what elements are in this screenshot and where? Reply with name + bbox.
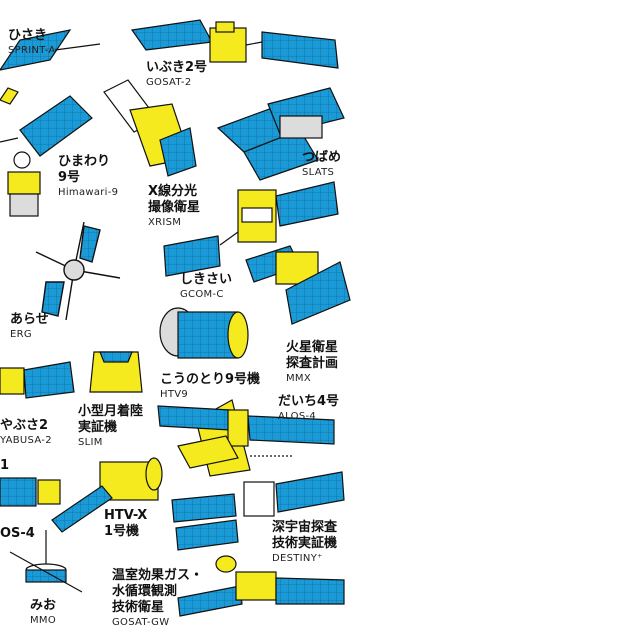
- label-destiny: 深宇宙探査 技術実証機 DESTINY⁺: [272, 520, 337, 565]
- hayabusa2-spacecraft-icon: [0, 361, 75, 399]
- label-tsubame: つばめ SLATS: [302, 150, 341, 179]
- shikisai-satellite-icon: [245, 245, 351, 325]
- label-jp: こうのとり9号機: [160, 372, 261, 387]
- label-jp: 温室効果ガス・ 水循環観測 技術衛星: [112, 568, 204, 615]
- label-jp: やぶさ2: [0, 418, 49, 433]
- label-en: ERG: [10, 329, 32, 340]
- label-hisaki: ひさき SPRINT-A: [8, 28, 56, 57]
- label-xrism: X線分光 撮像衛星 XRISM: [148, 184, 200, 229]
- label-jp: しきさい: [180, 272, 233, 287]
- label-en: Himawari-9: [58, 187, 119, 198]
- label-en: GCOM-C: [180, 289, 224, 300]
- label-shikisai: しきさい GCOM-C: [180, 272, 232, 301]
- label-en: SPRINT-A: [8, 45, 56, 56]
- label-partial-1: 1: [0, 458, 9, 474]
- label-en: MMX: [286, 373, 312, 384]
- blank-margin: [352, 0, 640, 640]
- label-en: GOSAT-2: [146, 77, 192, 88]
- label-htvx: HTV-X 1号機: [104, 508, 147, 540]
- label-jp: OS-4: [0, 526, 35, 541]
- label-en: DESTINY⁺: [272, 553, 323, 564]
- label-mmx: 火星衛星 探査計画 MMX: [286, 340, 338, 385]
- label-jp: 小型月着陸 実証機: [78, 404, 144, 435]
- arase-satellite-icon: [35, 221, 121, 321]
- label-himawari: ひまわり 9号 Himawari-9: [58, 154, 118, 199]
- label-en: XRISM: [148, 217, 182, 228]
- gosatgw-satellite-icon: [177, 555, 345, 617]
- label-en: HTV9: [160, 389, 189, 400]
- label-gosatgw: 温室効果ガス・ 水循環観測 技術衛星 GOSAT-GW: [112, 568, 203, 629]
- slim-lander-icon: [89, 351, 143, 393]
- tsubame-satellite-icon: [216, 87, 345, 181]
- mio-spacecraft-icon: [9, 530, 83, 593]
- label-hayabusa2: やぶさ2 YABUSA-2: [0, 418, 52, 447]
- htv9-spacecraft-icon: [159, 307, 249, 359]
- label-ibuki2: いぶき2号 GOSAT-2: [146, 60, 207, 89]
- label-jp: 1: [0, 458, 10, 473]
- label-jp: X線分光 撮像衛星: [148, 184, 201, 215]
- label-en: GOSAT-GW: [112, 617, 170, 628]
- label-jp: つばめ: [302, 150, 342, 165]
- label-en: SLIM: [78, 437, 103, 448]
- label-en: YABUSA-2: [0, 435, 52, 446]
- label-jp: あらせ: [10, 312, 49, 327]
- himawari-satellite-icon: [0, 95, 93, 217]
- label-en: ALOS-4: [278, 411, 317, 422]
- label-daichi4: だいち4号 ALOS-4: [278, 394, 339, 423]
- label-htv9: こうのとり9号機 HTV9: [160, 372, 260, 401]
- label-alos-side: OS-4: [0, 526, 35, 542]
- daichi4-satellite-icon: [157, 405, 335, 469]
- hisaki-telescope-icon: [103, 79, 197, 177]
- ibuki2-satellite-icon: [130, 19, 339, 69]
- label-jp: だいち4号: [278, 394, 340, 409]
- label-slim: 小型月着陸 実証機 SLIM: [78, 404, 143, 449]
- label-jp: 火星衛星 探査計画: [286, 340, 339, 371]
- label-jp: ひまわり 9号: [58, 154, 111, 185]
- label-jp: 深宇宙探査 技術実証機: [272, 520, 338, 551]
- label-jp: ひさき: [8, 28, 48, 43]
- label-jp: みお: [30, 598, 57, 613]
- label-jp: HTV-X 1号機: [104, 508, 148, 539]
- destiny-spacecraft-icon: [171, 471, 345, 551]
- label-en: SLATS: [302, 167, 335, 178]
- htvx-spacecraft-icon: [51, 457, 163, 533]
- label-mio: みお MMO: [30, 598, 56, 627]
- xrism-satellite-icon: [163, 181, 339, 277]
- label-en: MMO: [30, 615, 57, 626]
- hisaki-satellite-icon: [0, 29, 101, 105]
- label-jp: いぶき2号: [146, 60, 208, 75]
- alos-side-satellite-icon: [0, 477, 61, 507]
- label-arase: あらせ ERG: [10, 312, 49, 341]
